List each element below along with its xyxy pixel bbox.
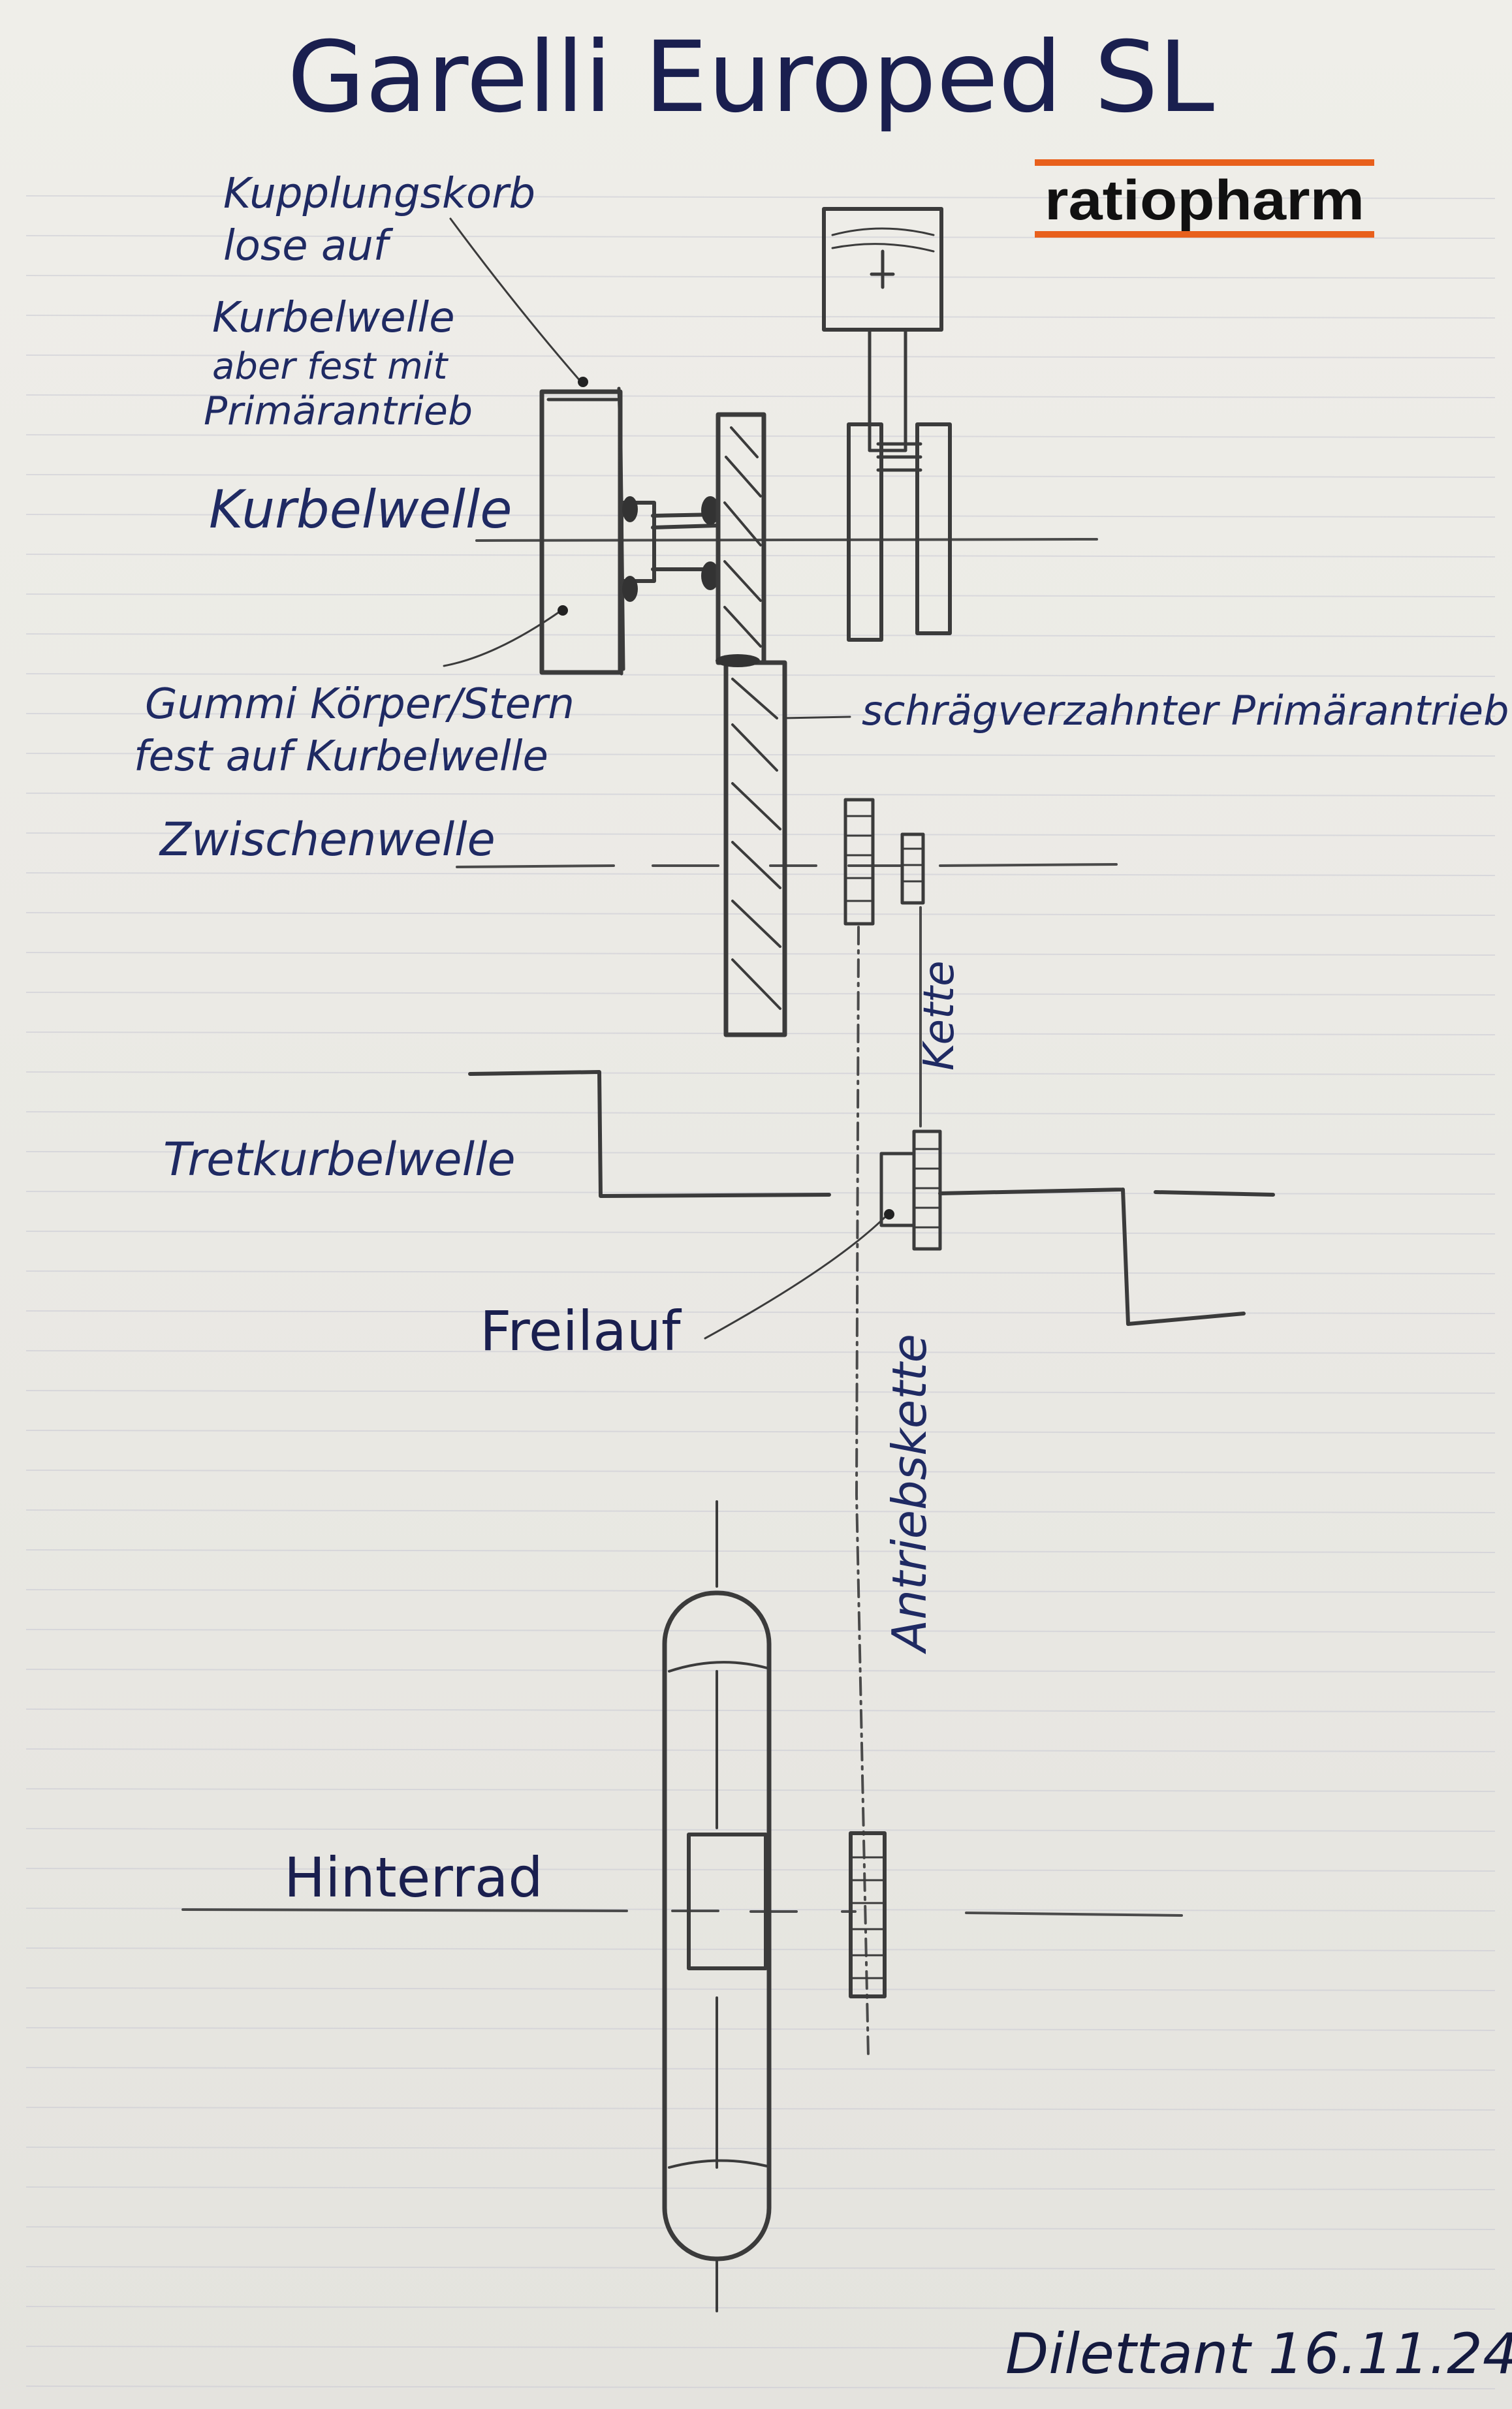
ruled-line <box>25 1788 1496 1792</box>
pedal-crank-left <box>468 1070 831 1198</box>
logo-text: ratiopharm <box>1045 169 1364 232</box>
label-gummikoerper-line2: fest auf Kurbelwelle <box>134 732 548 781</box>
ruled-line <box>25 1828 1496 1832</box>
label-primaerantrieb: schrägverzahnter Primärantrieb <box>862 687 1509 734</box>
ratiopharm-logo: ratiopharm <box>1035 159 1374 238</box>
ruled-line <box>25 1669 1496 1673</box>
pedal-crank-right <box>938 1188 1275 1326</box>
ruled-line <box>25 1151 1496 1155</box>
ruled-line <box>25 474 1496 478</box>
ruled-line <box>25 554 1496 558</box>
crank-webs <box>847 422 952 642</box>
ruled-line <box>25 673 1496 677</box>
intermediate-sprocket <box>843 798 875 926</box>
logo-top-bar <box>1035 159 1374 166</box>
ruled-line <box>25 195 1496 199</box>
ruled-line <box>25 593 1496 597</box>
clutch-basket <box>539 386 625 676</box>
ruled-lines <box>25 195 1496 2389</box>
primary-drive-gear-small <box>716 412 766 665</box>
ruled-line <box>25 1947 1496 1951</box>
ruled-line <box>25 275 1496 279</box>
label-hinterrad: Hinterrad <box>284 1846 543 1910</box>
ruled-line <box>25 394 1496 398</box>
label-kupplungskorb: Kupplungskorb lose auf Kurbelwelle aber … <box>204 170 535 434</box>
ruled-line <box>25 793 1496 796</box>
ruled-line <box>25 633 1496 637</box>
freewheel <box>879 1129 942 1251</box>
ruled-line <box>25 1629 1496 1633</box>
rubber-body-hub <box>620 496 656 602</box>
ruled-line <box>25 1270 1496 1274</box>
ruled-line <box>25 2147 1496 2150</box>
ruled-line <box>25 1430 1496 1434</box>
ruled-line <box>25 1589 1496 1593</box>
leader-lines <box>443 217 894 1340</box>
chain-sprocket-small <box>900 832 925 905</box>
ruled-line <box>25 832 1496 836</box>
rear-sprocket <box>849 1831 887 1998</box>
ruled-line <box>25 1708 1496 1712</box>
signature: Dilettant 16.11.24 <box>1005 2322 1512 2387</box>
label-kupplungskorb-line3: Kurbelwelle <box>212 294 455 342</box>
ruled-line <box>25 2067 1496 2071</box>
ruled-line <box>25 1509 1496 1513</box>
ruled-line <box>25 2385 1496 2389</box>
ruled-line <box>25 1470 1496 1473</box>
ruled-line <box>25 2346 1496 2350</box>
ruled-line <box>25 1231 1496 1235</box>
label-kupplungskorb-line2: lose auf <box>223 222 394 270</box>
ruled-line <box>25 235 1496 239</box>
kurbelwelle-axis <box>475 538 1098 542</box>
logo-bottom-bar <box>1035 231 1374 238</box>
hinterrad-axis <box>181 1908 1183 1917</box>
crankshaft-journal <box>651 496 720 590</box>
label-tretkurbelwelle: Tretkurbelwelle <box>163 1133 516 1186</box>
page-title: Garelli Europed SL <box>287 21 1214 134</box>
zwischenwelle-axis <box>456 863 1118 868</box>
label-freilauf: Freilauf <box>480 1299 682 1363</box>
ruled-line <box>25 1310 1496 1314</box>
ruled-line <box>25 434 1496 438</box>
label-zwischenwelle: Zwischenwelle <box>159 813 496 866</box>
label-gummikoerper-line1: Gummi Körper/Stern <box>145 680 575 729</box>
ruled-line <box>25 354 1496 358</box>
ruled-line <box>25 2027 1496 2031</box>
label-kupplungskorb-line4: aber fest mit <box>212 345 449 388</box>
ruled-line <box>25 1350 1496 1354</box>
label-kupplungskorb-line1: Kupplungskorb <box>223 170 535 218</box>
ruled-line <box>25 2266 1496 2270</box>
label-kette: Kette <box>915 960 964 1071</box>
shaft-lines <box>181 538 1183 1917</box>
primary-drive-gear-large <box>716 654 787 1037</box>
ruled-line <box>25 2186 1496 2190</box>
ruled-line <box>25 992 1496 996</box>
label-gummikoerper: Gummi Körper/Stern fest auf Kurbelwelle <box>134 680 575 781</box>
ruled-line <box>25 2107 1496 2111</box>
ruled-line <box>25 1868 1496 1872</box>
label-kupplungskorb-line5: Primärantrieb <box>204 388 473 434</box>
ruled-line <box>25 912 1496 916</box>
ruled-line <box>25 1748 1496 1752</box>
ruled-line <box>25 2306 1496 2310</box>
rear-wheel <box>662 1500 772 2312</box>
label-kurbelwelle: Kurbelwelle <box>209 479 512 540</box>
ruled-line <box>25 2226 1496 2230</box>
ruled-line <box>25 713 1496 717</box>
ruled-line <box>25 315 1496 319</box>
ruled-line <box>25 1071 1496 1075</box>
ruled-line <box>25 1987 1496 1991</box>
ruled-line <box>25 872 1496 876</box>
ruled-line <box>25 1549 1496 1553</box>
cylinder-piston <box>822 207 943 452</box>
ruled-line <box>25 514 1496 518</box>
antriebskette-line <box>855 926 870 2058</box>
ruled-line <box>25 1390 1496 1394</box>
ruled-line <box>25 1111 1496 1115</box>
label-antriebskette: Antriebskette <box>882 1334 937 1654</box>
ruled-line <box>25 952 1496 956</box>
